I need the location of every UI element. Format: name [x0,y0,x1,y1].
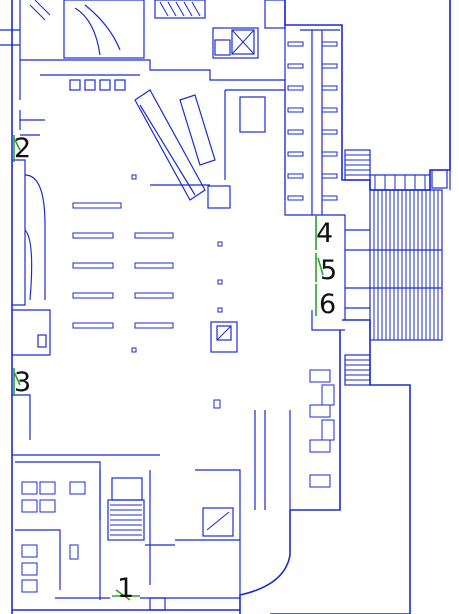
central-hall [72,174,335,510]
restrooms [15,461,101,600]
door-label-3: 3 [14,367,31,398]
door-3-marker [13,368,21,396]
grand-staircase [344,149,448,386]
building-outline [11,0,451,614]
ticket-kiosk [134,89,231,209]
top-rooms [0,0,286,200]
door-1-marker [112,589,140,601]
door-label-6: 6 [319,289,336,320]
door-label-1: 1 [117,573,134,604]
door-label-5: 5 [320,255,337,286]
door-2-marker [13,135,21,162]
right-stalls [224,25,346,331]
door-label-4: 4 [316,218,333,249]
bottom-stairwell [107,469,241,595]
door-markers [13,135,324,601]
bottom-entrance [55,597,240,611]
door-labels: 1 2 3 4 5 6 [14,133,337,604]
door-5-marker [315,253,324,282]
left-wing [12,119,160,456]
door-label-2: 2 [14,133,31,164]
